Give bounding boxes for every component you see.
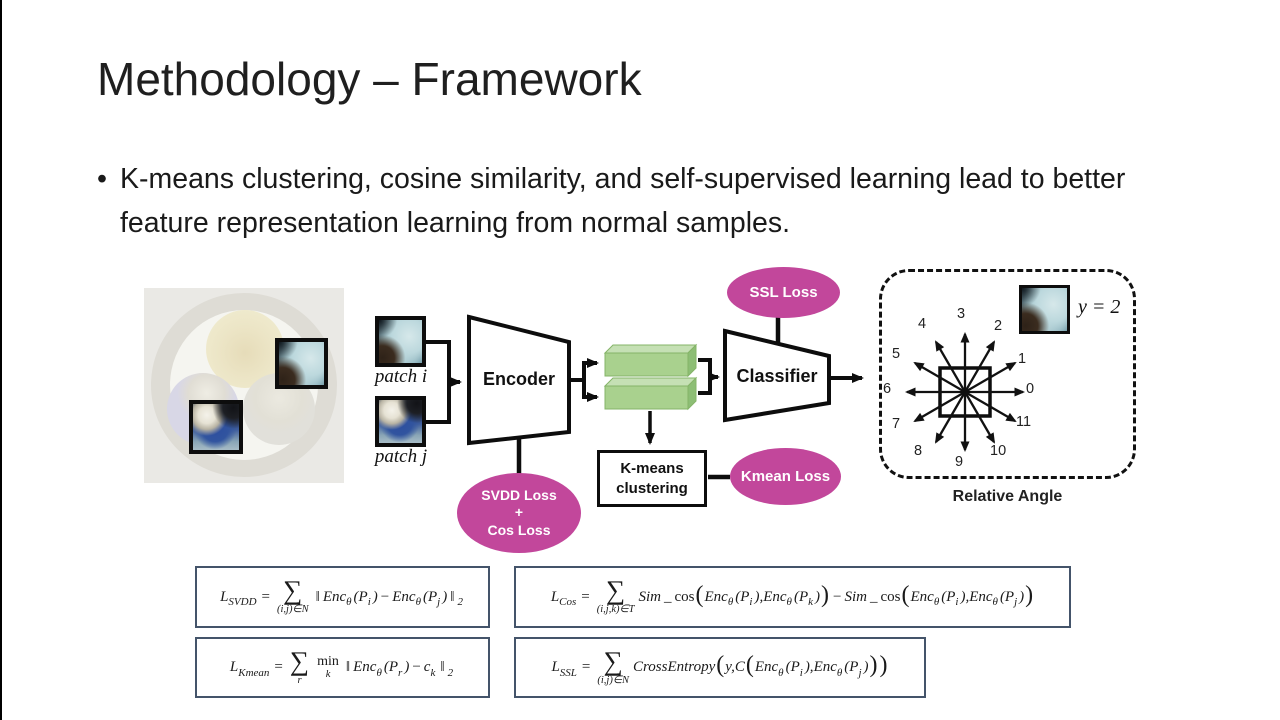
patch-overlay-i	[275, 338, 328, 389]
svdd-loss-line1: SVDD Loss	[481, 486, 557, 503]
patch-i-label: patch i	[374, 366, 428, 387]
direction-label-10: 10	[990, 443, 1007, 459]
relative-angle-caption: Relative Angle	[952, 488, 1063, 505]
cable-sample-image	[144, 288, 344, 483]
direction-label-11: 11	[1016, 414, 1032, 430]
kmean-loss-label: Kmean Loss	[740, 468, 831, 485]
patch-j-thumbnail	[375, 396, 426, 447]
feature-bar-2	[603, 376, 698, 411]
page-title: Methodology – Framework	[97, 53, 642, 105]
encoder-label: Encoder	[482, 369, 556, 389]
patch-overlay-j	[189, 400, 243, 454]
kmean-loss-ellipse: Kmean Loss	[730, 448, 841, 505]
classifier-label: Classifier	[736, 366, 818, 386]
bullet-marker: •	[97, 163, 107, 195]
encoder-to-features	[569, 358, 599, 402]
bullet-text: K-means clustering, cosine similarity, a…	[119, 163, 1126, 240]
direction-label-6: 6	[883, 381, 892, 397]
ssl-loss-label: SSL Loss	[749, 284, 818, 301]
direction-label-8: 8	[914, 443, 923, 459]
direction-label-1: 1	[1018, 351, 1027, 367]
kmeans-clustering-box: K-means clustering	[597, 450, 707, 507]
ssl-loss-ellipse: SSL Loss	[727, 267, 840, 318]
feature-bar-1	[603, 343, 698, 378]
patch-i-thumbnail	[375, 316, 426, 367]
patch-j-label: patch j	[374, 446, 428, 467]
direction-label-0: 0	[1026, 381, 1035, 397]
direction-label-4: 4	[918, 316, 927, 332]
direction-label-9: 9	[955, 454, 964, 470]
direction-label-5: 5	[892, 346, 901, 362]
svdd-loss-line3: Cos Loss	[487, 521, 551, 538]
direction-label-7: 7	[892, 416, 901, 432]
kmeans-box-line1: K-means	[620, 460, 684, 477]
svdd-loss-line2: +	[514, 504, 524, 521]
direction-label-2: 2	[994, 318, 1003, 334]
angle-patch-thumbnail	[1019, 285, 1070, 334]
svdd-loss-ellipse: SVDD Loss + Cos Loss	[457, 473, 581, 553]
direction-label-3: 3	[957, 306, 966, 322]
y-equals-label: y = 2	[1078, 296, 1121, 318]
features-to-classifier	[698, 358, 720, 395]
relative-angle-panel	[879, 269, 1136, 479]
kmeans-box-line2: clustering	[616, 479, 688, 497]
bullet-item: • K-means clustering, cosine similarity,…	[97, 157, 1167, 245]
